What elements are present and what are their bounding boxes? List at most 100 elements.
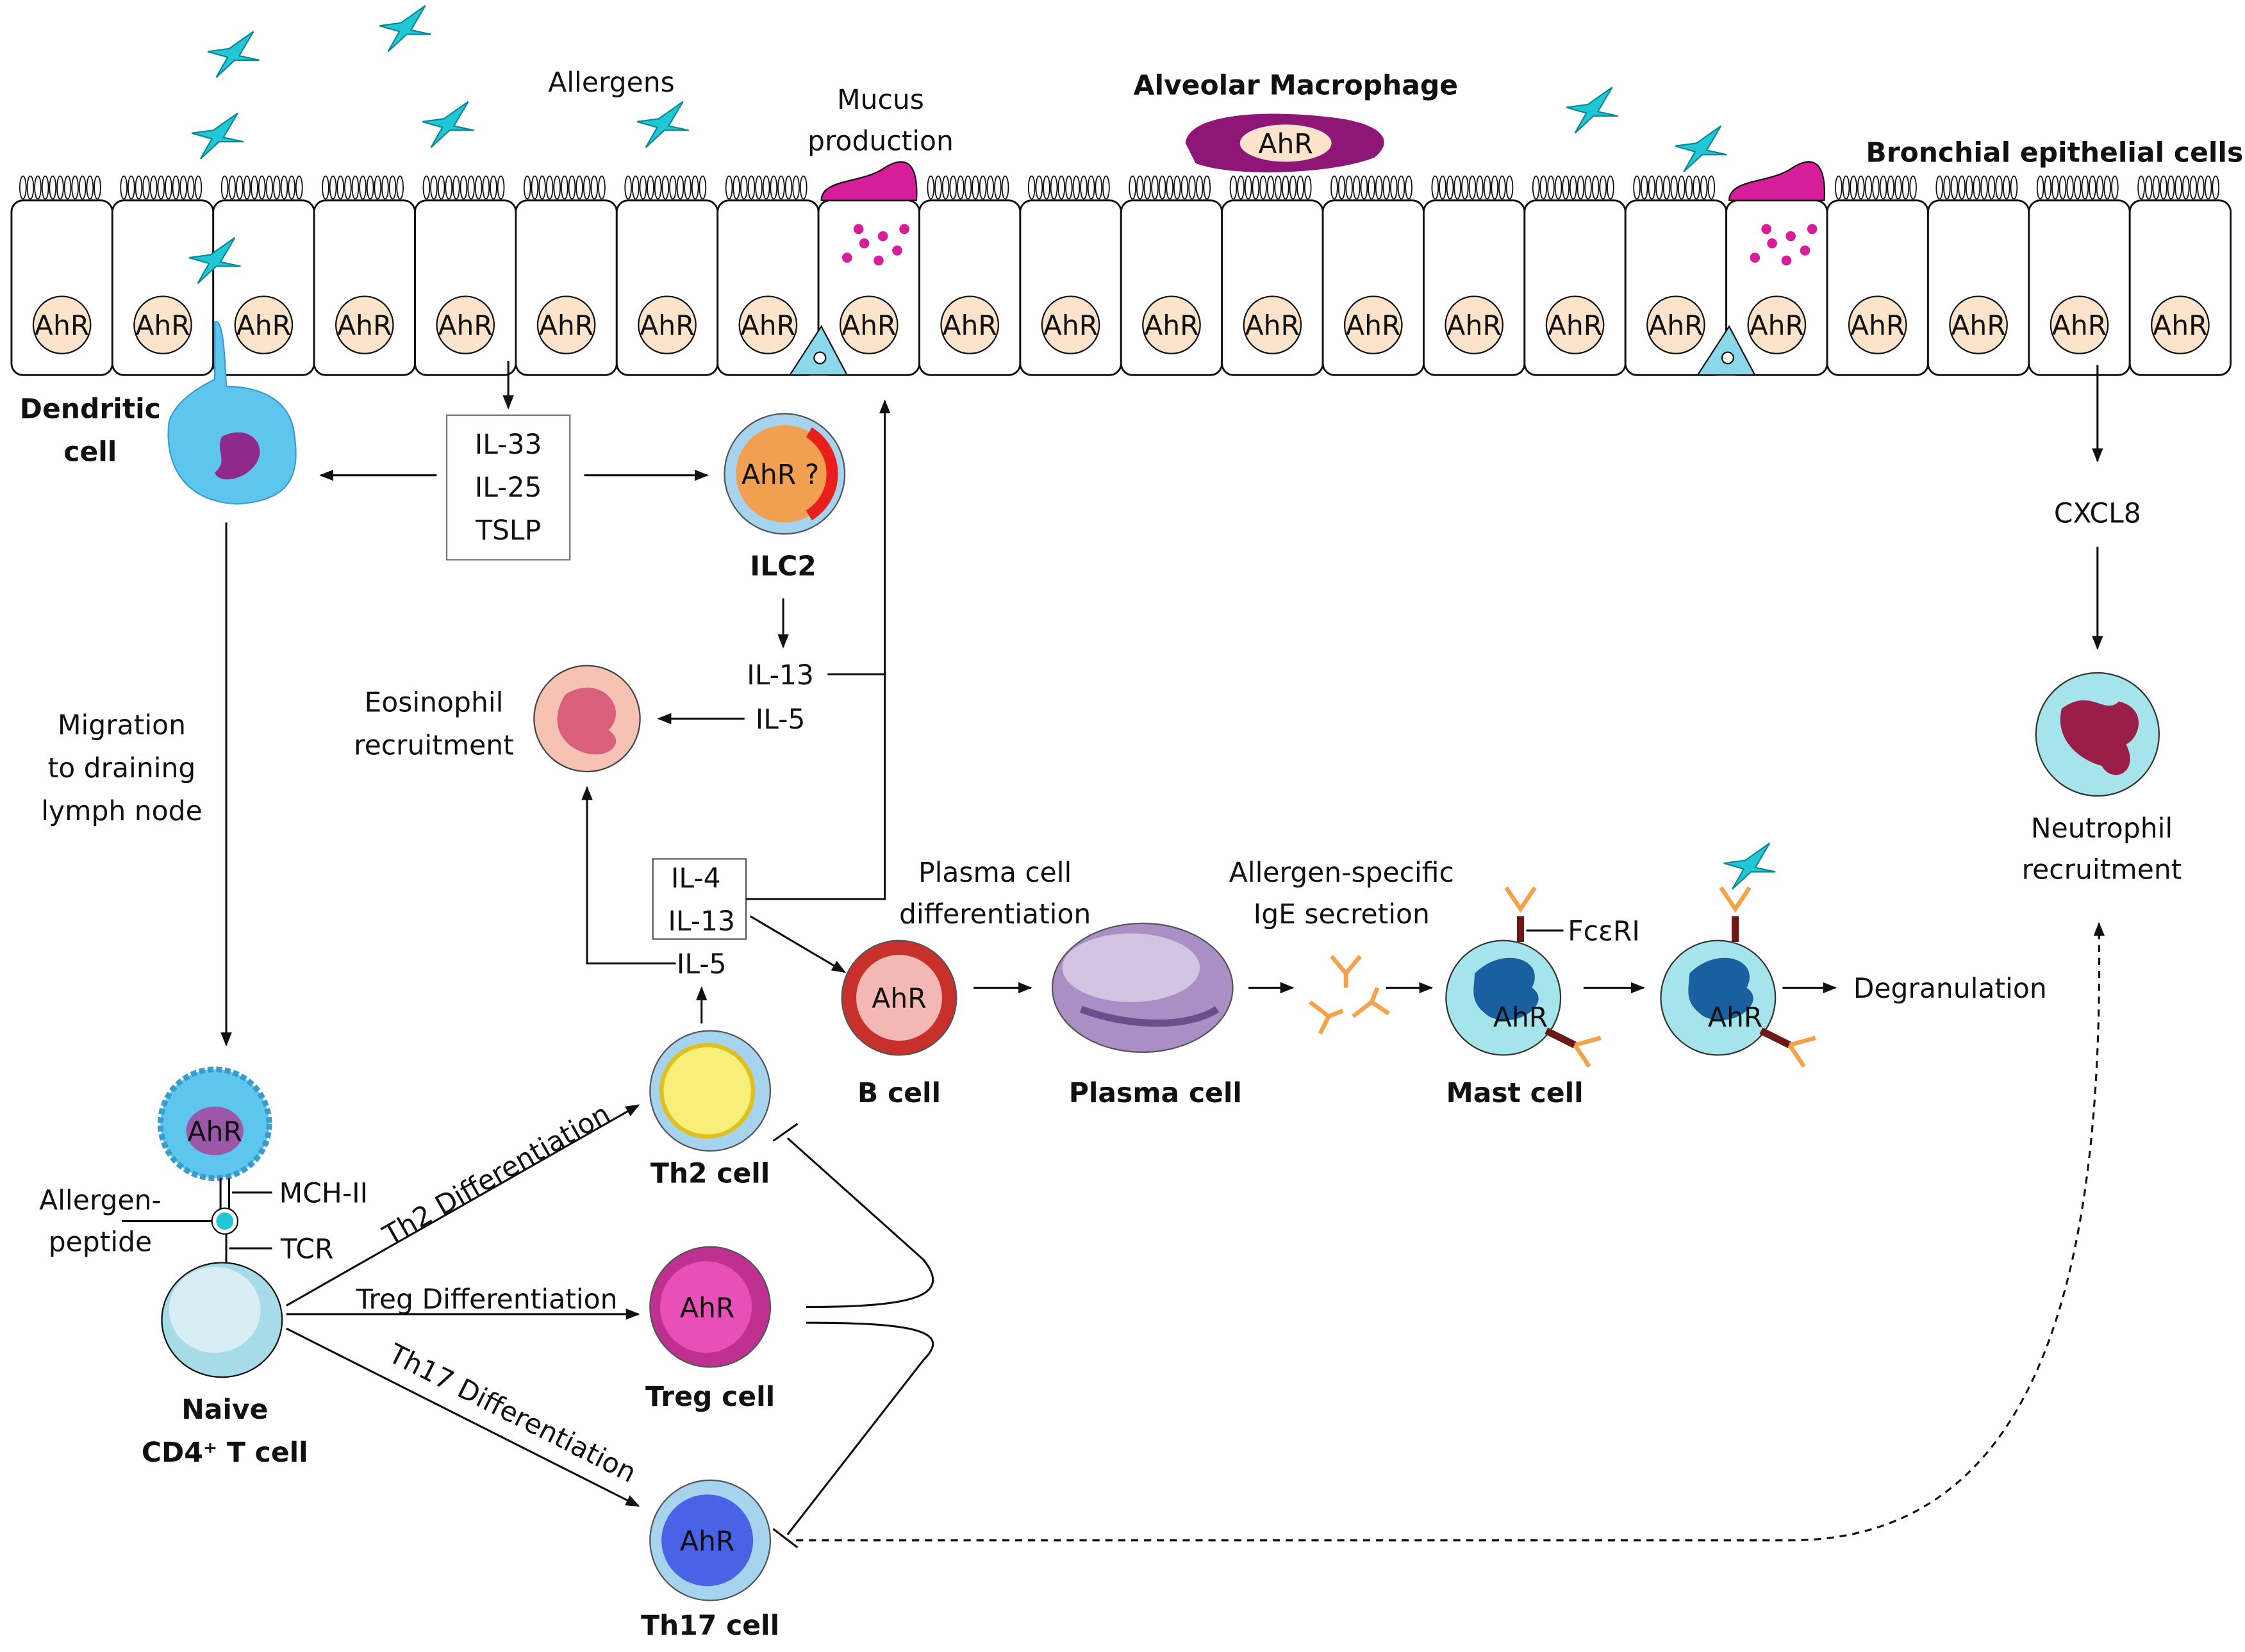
plasma-cell	[1051, 922, 1234, 1053]
peptide-label-1: Allergen-	[39, 1185, 162, 1217]
macrophage-ahr: AhR	[1258, 129, 1313, 160]
epithelial-ahr: AhR	[1750, 311, 1804, 342]
plasma-step-2: differentiation	[899, 899, 1091, 930]
th2-il4: IL-4	[671, 863, 721, 895]
il33-label: IL-33	[475, 429, 542, 461]
treg-inhibits-th17	[786, 1321, 934, 1535]
plasma-label: Plasma cell	[1069, 1078, 1242, 1109]
ige-antibodies-icon	[1309, 955, 1390, 1035]
th17-cell: AhR	[649, 1479, 772, 1601]
epithelial-cell: AhR	[1523, 175, 1627, 376]
macrophage-label: Alveolar Macrophage	[1134, 70, 1458, 101]
arrow-th2-il5-to-eosinophil	[581, 786, 676, 965]
bcell-ahr: AhR	[872, 984, 926, 1015]
epithelial-ahr: AhR	[1245, 311, 1300, 342]
allergen-star-icon	[188, 236, 241, 285]
migration-label-2: to draining	[48, 753, 196, 784]
epithelial-cell: AhR	[1826, 175, 1929, 376]
fceri-label: FcεRI	[1568, 916, 1640, 948]
mucus-label-1: Mucus	[837, 85, 924, 116]
neutrophil-cell	[2035, 672, 2160, 797]
mucus-icon	[1728, 161, 1826, 201]
epithelial-ahr: AhR	[438, 311, 492, 342]
cytokine-box	[445, 414, 571, 561]
epithelial-ahr: AhR	[236, 311, 291, 342]
migration-label-1: Migration	[58, 710, 186, 741]
mhc-label: MCH-II	[279, 1178, 369, 1210]
ilc2-ahr: AhR ?	[741, 459, 819, 491]
neutrophil-label-1: Neutrophil	[2031, 813, 2173, 845]
th17-ahr: AhR	[680, 1526, 734, 1557]
epithelial-ahr: AhR	[35, 311, 89, 342]
ige-label-1: Allergen-specific	[1229, 857, 1454, 889]
epithelial-ahr: AhR	[741, 311, 795, 342]
allergen-star-icon	[192, 112, 244, 160]
arrow-to-bcell	[749, 915, 846, 973]
epithelial-ahr: AhR	[1548, 311, 1602, 342]
epithelial-cell: AhR	[1019, 175, 1122, 376]
epithelial-cell: AhR	[2128, 175, 2232, 376]
ilc2-cell: AhR ?	[724, 413, 846, 535]
eosinophil-label-1: Eosinophil	[364, 687, 503, 718]
ige-label-2: IgE secretion	[1254, 899, 1430, 930]
epithelial-ahr: AhR	[539, 311, 593, 342]
epithelial-cell: AhR	[1624, 175, 1728, 376]
epithelial-ahr: AhR	[1144, 311, 1198, 342]
migration-label-3: lymph node	[41, 796, 202, 827]
ilc2-label: ILC2	[750, 551, 816, 582]
epithelial-cell: AhR	[1221, 175, 1324, 376]
arrow-th17-differentiation	[286, 1327, 640, 1507]
epithelial-cell: AhR	[717, 175, 820, 376]
epithelial-cell: AhR	[918, 175, 1022, 376]
allergens-label: Allergens	[548, 67, 674, 99]
epithelial-cell: AhR	[1422, 175, 1526, 376]
epithelial-ahr: AhR	[841, 311, 896, 342]
dendritic-label-1: Dendritic	[20, 393, 161, 425]
treg-cell: AhR	[649, 1246, 772, 1368]
il25-label: IL-25	[475, 472, 542, 504]
alveolar-macrophage: AhR	[1185, 113, 1384, 172]
epithelial-ahr: AhR	[1446, 311, 1501, 342]
epithelial-ahr: AhR	[1346, 311, 1400, 342]
antigen-presenting-dendritic-cell: AhR	[157, 1066, 272, 1182]
dendritic-label-2: cell	[63, 436, 117, 468]
epithelial-cell: AhR	[1321, 175, 1425, 376]
naive-label-2: CD4⁺ T cell	[142, 1437, 308, 1469]
th2-diff-label: Th2 Differentiation	[377, 1098, 615, 1252]
mast-label: Mast cell	[1446, 1078, 1583, 1109]
line-th2-il13-to-mucus	[745, 674, 886, 900]
arrow-th2-differentiation	[286, 1104, 640, 1307]
treg-label: Treg cell	[645, 1382, 775, 1413]
mast-cell: AhR	[1445, 886, 1602, 1068]
basal-cell	[788, 325, 849, 376]
epithelial-cell: AhR	[515, 175, 618, 376]
apc-ahr: AhR	[187, 1116, 242, 1148]
dendritic-cell	[167, 321, 297, 505]
epithelial-cell: AhR	[1120, 175, 1223, 376]
epithelial-ahr: AhR	[1850, 311, 1905, 342]
ilc2-il13: IL-13	[747, 660, 814, 691]
naive-t-cell	[161, 1262, 283, 1378]
epithelial-cell: AhR	[1696, 161, 1828, 376]
naive-label-1: Naive	[181, 1394, 268, 1426]
eosinophil-cell	[533, 665, 641, 773]
allergen-star-icon	[1723, 842, 1776, 890]
cxcl8-label: CXCL8	[2054, 498, 2141, 529]
epithelial-cell: AhR	[212, 175, 315, 376]
epithelial-ahr: AhR	[640, 311, 694, 342]
degranulation-label: Degranulation	[1853, 973, 2047, 1005]
epithelial-ahr: AhR	[337, 311, 392, 342]
arrow-th17-to-neutrophil	[796, 921, 2105, 1542]
allergen-star-icon	[207, 31, 260, 78]
basal-cell	[1696, 325, 1757, 376]
allergen-star-icon	[636, 101, 689, 148]
th2-cell	[649, 1030, 772, 1152]
allergen-peptide-icon	[216, 1212, 234, 1230]
tslp-label: TSLP	[475, 515, 541, 547]
treg-ahr: AhR	[680, 1293, 734, 1324]
allergen-star-icon	[379, 5, 431, 53]
plasma-step-1: Plasma cell	[918, 857, 1072, 889]
th17-diff-label: Th17 Differentiation	[383, 1338, 641, 1489]
mucus-icon	[820, 161, 918, 201]
